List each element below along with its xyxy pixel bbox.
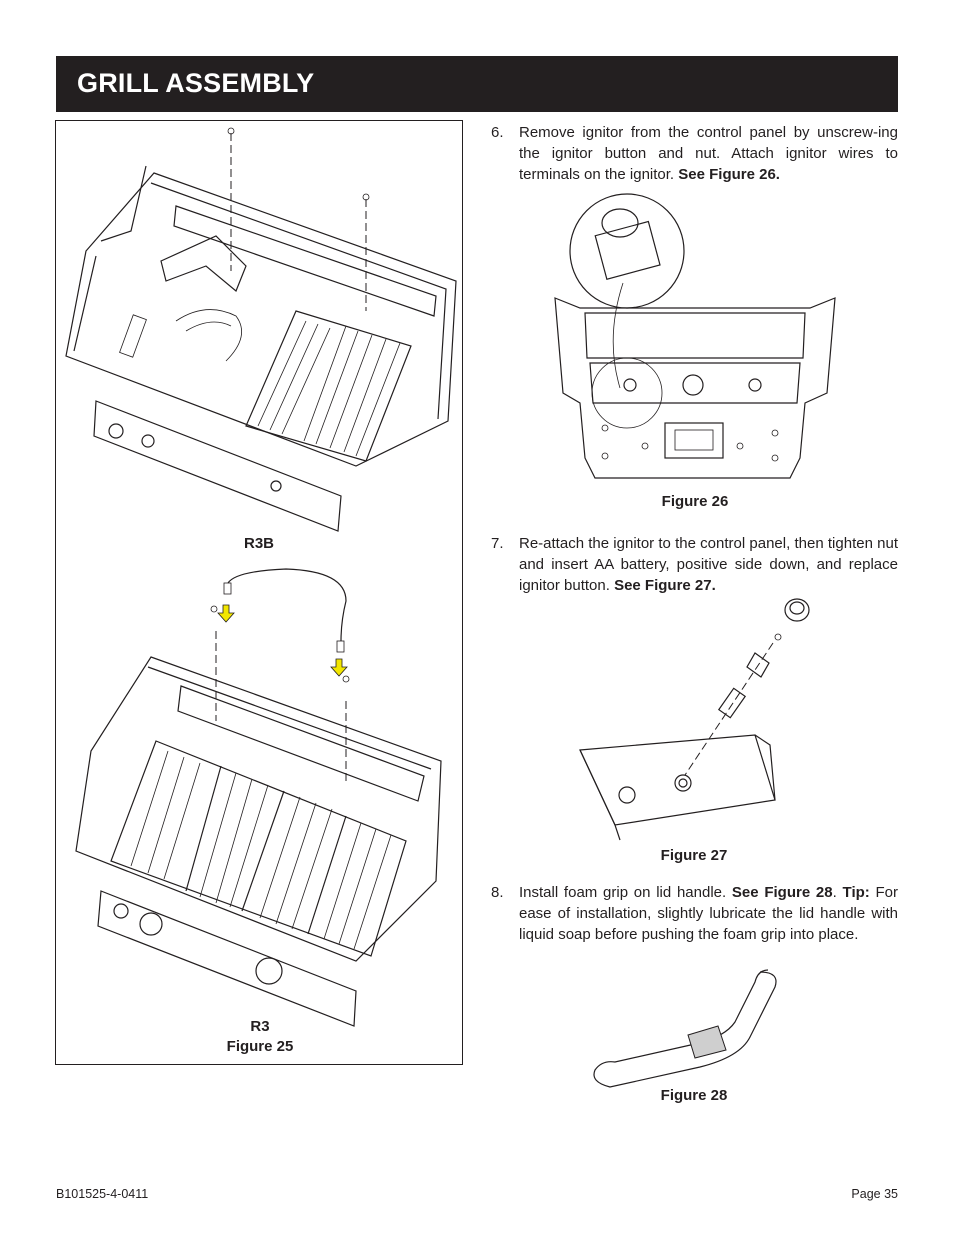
figure-28-caption: Figure 28 [660, 1087, 728, 1104]
step-number: 6. [491, 124, 504, 141]
tip-label: Tip: [842, 884, 870, 901]
arrow-down-icon [217, 604, 235, 623]
step-text: Re-attach the ignitor to the control pan… [519, 535, 898, 594]
figure-26-caption: Figure 26 [661, 493, 729, 510]
grill-r3-illustration [75, 568, 442, 1027]
step-number: 7. [491, 535, 504, 552]
figure-reference: See Figure 27. [614, 577, 716, 594]
step-number: 8. [491, 884, 504, 901]
step-text: Install foam grip on lid handle. See Fig… [519, 884, 899, 943]
figure-28-illustration [593, 969, 777, 1088]
grill-r3b-illustration [65, 127, 457, 532]
section-header: GRILL ASSEMBLY [56, 56, 898, 112]
step-text: Remove ignitor from the control panel by… [519, 124, 898, 183]
figure-25-label-r3: R3 [250, 1018, 270, 1035]
footer-doc-number: B101525-4-0411 [56, 1187, 149, 1201]
step-6: 6. Remove ignitor from the control panel… [491, 122, 898, 185]
figure-26-illustration [554, 193, 836, 479]
step-7: 7. Re-attach the ignitor to the control … [491, 533, 898, 596]
figure-27-caption: Figure 27 [660, 847, 728, 864]
footer-page-number: Page 35 [851, 1187, 898, 1201]
figure-25-box: R3B R3 Figure 25 [55, 120, 463, 1065]
figure-reference: See Figure 28 [731, 884, 833, 901]
arrow-down-icon [330, 658, 348, 677]
figure-25-label-r3b: R3B [244, 535, 275, 552]
page-title: GRILL ASSEMBLY [77, 68, 315, 98]
figure-27-illustration [579, 598, 810, 841]
step-8: 8. Install foam grip on lid handle. See … [491, 882, 898, 945]
figure-25-caption: Figure 25 [226, 1038, 294, 1055]
figure-reference: See Figure 26. [678, 166, 780, 183]
